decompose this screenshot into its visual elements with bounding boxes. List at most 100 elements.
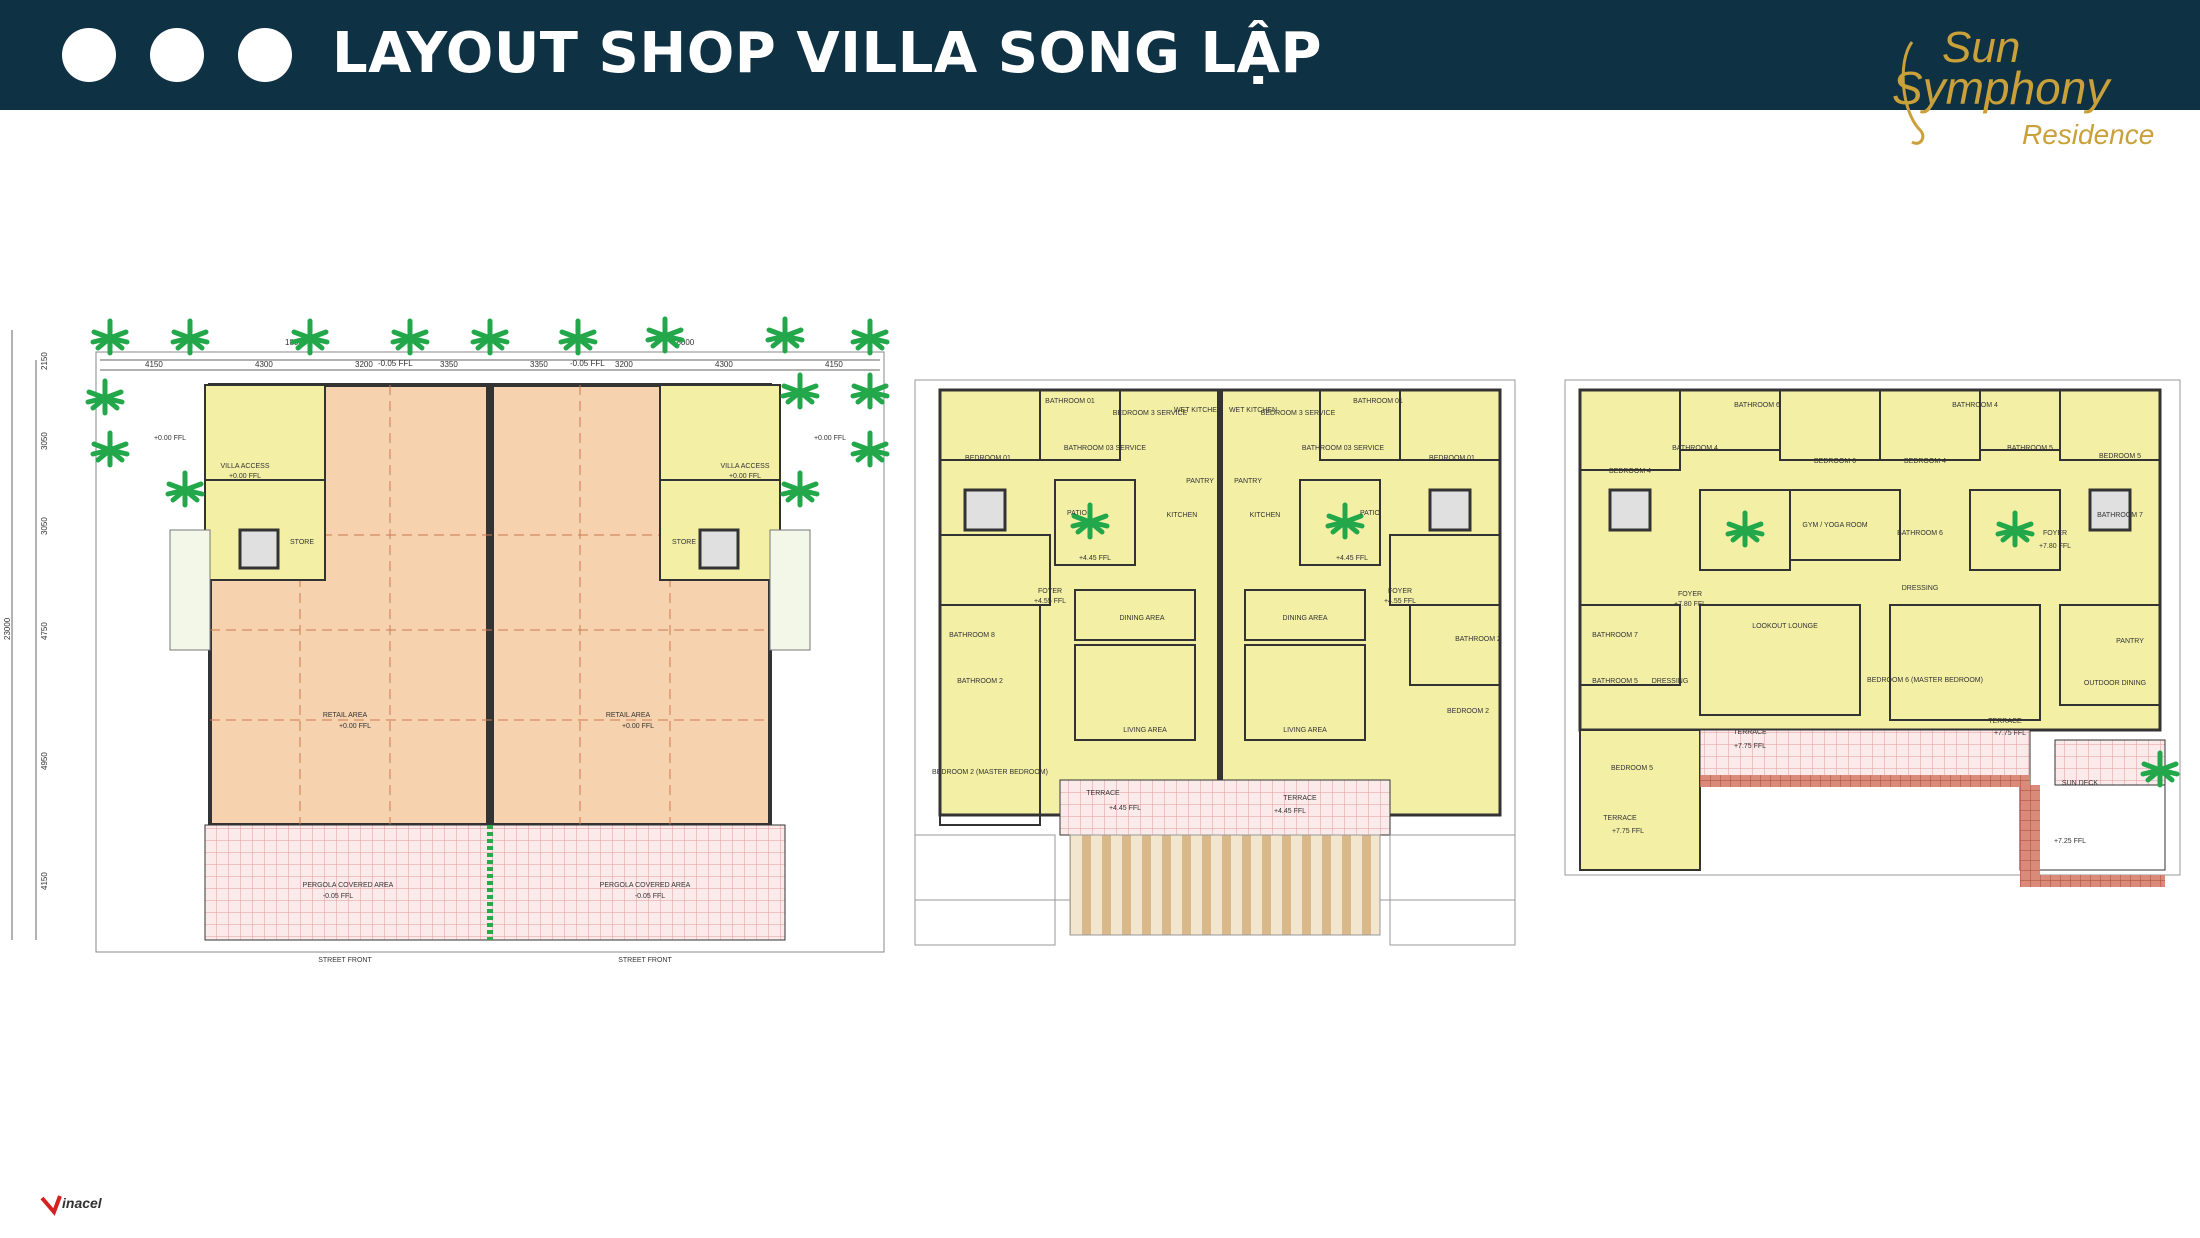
brand-name: inacel <box>62 1195 103 1211</box>
page-title: LAYOUT SHOP VILLA SONG LẬP <box>332 21 1323 86</box>
foyer-level-right: +4.55 FFL <box>1384 598 1416 605</box>
retail-level-left: +0.00 FFL <box>339 723 371 730</box>
kitchen-right: KITCHEN <box>1250 512 1281 519</box>
pantry-3: PANTRY <box>2116 638 2144 645</box>
kitchen-left: KITCHEN <box>1167 512 1198 519</box>
dressing-top: DRESSING <box>1902 585 1939 592</box>
dim-left-3: 3050 <box>40 517 49 535</box>
dressing-left: DRESSING <box>1652 678 1689 685</box>
bedroom-01-left: BEDROOM 01 <box>965 455 1011 462</box>
bathroom-5-top: BATHROOM 5 <box>2007 445 2053 452</box>
store-label-left: STORE <box>290 539 314 546</box>
side-level-right: +0.00 FFL <box>814 435 846 442</box>
bathroom-7-right: BATHROOM 7 <box>2097 512 2143 519</box>
street-front-right: STREET FRONT <box>618 957 672 964</box>
terrace-left: TERRACE <box>1086 790 1120 797</box>
terrace-level-3-mid: +7.75 FFL <box>1734 743 1766 750</box>
bedroom-2: BEDROOM 2 <box>1447 708 1489 715</box>
patio-left: PATIO <box>1067 510 1088 517</box>
bathroom-03-service-right: BATHROOM 03 SERVICE <box>1302 445 1385 452</box>
dim-top-4: 3350 <box>440 360 458 369</box>
bedroom-4-left: BEDROOM 4 <box>1609 468 1651 475</box>
dim-left-6: 4150 <box>40 872 49 890</box>
patio-right: PATIO <box>1360 510 1381 517</box>
sun-deck: SUN DECK <box>2062 780 2099 787</box>
bedroom-6-top: BEDROOM 6 <box>1814 458 1856 465</box>
foyer-right-3: FOYER <box>2043 530 2067 537</box>
dim-top-5: 3350 <box>530 360 548 369</box>
level-top-right: -0.05 FFL <box>570 359 605 368</box>
foyer-right: FOYER <box>1388 588 1412 595</box>
wet-kitchen-left: WET KITCHEN <box>1174 407 1222 414</box>
window-dot-2 <box>150 28 204 82</box>
terrace-level-right: +4.45 FFL <box>1274 808 1306 815</box>
third-floor-plan: BATHROOM 6 BATHROOM 4 BATHROOM 4 BATHROO… <box>1564 379 2181 887</box>
second-floor-plan: BEDROOM 01 BEDROOM 01 BATHROOM 01 BATHRO… <box>914 379 1516 946</box>
terrace-right: TERRACE <box>1283 795 1317 802</box>
terrace-level-left: +4.45 FFL <box>1109 805 1141 812</box>
bedroom-6-master: BEDROOM 6 (MASTER BEDROOM) <box>1867 677 1983 684</box>
foyer-level-left-3: +7.80 FFL <box>1674 601 1706 608</box>
pergola-level-right: -0.05 FFL <box>635 893 665 900</box>
header-bar: LAYOUT SHOP VILLA SONG LẬP <box>0 0 2200 110</box>
bathroom-8: BATHROOM 8 <box>949 632 995 639</box>
bathroom-5-left: BATHROOM 5 <box>1592 678 1638 685</box>
terrace-level-3-left: +7.75 FFL <box>1612 828 1644 835</box>
villa-access-level-left: +0.00 FFL <box>229 473 261 480</box>
villa-access-level-right: +0.00 FFL <box>729 473 761 480</box>
foyer-level-left: +4.55 FFL <box>1034 598 1066 605</box>
bathroom-6-mid: BATHROOM 6 <box>1897 530 1943 537</box>
level-top: -0.05 FFL <box>378 359 413 368</box>
pantry-left: PANTRY <box>1186 478 1214 485</box>
retail-level-right: +0.00 FFL <box>622 723 654 730</box>
inacel-mark-icon <box>40 1195 62 1216</box>
dim-top-1: 4150 <box>145 360 163 369</box>
bathroom-2-left: BATHROOM 2 <box>957 678 1003 685</box>
logo-line-2: Symphony <box>1892 62 2112 114</box>
gym-yoga-room: GYM / YOGA ROOM <box>1802 522 1867 529</box>
pergola-level-left: -0.05 FFL <box>323 893 353 900</box>
logo-line-1: Sun <box>1942 23 2020 72</box>
patio-level-right: +4.45 FFL <box>1336 555 1368 562</box>
sun-deck-level: +7.25 FFL <box>2054 838 2086 845</box>
dim-left-5: 4950 <box>40 752 49 770</box>
bathroom-01-left: BATHROOM 01 <box>1045 398 1095 405</box>
bathroom-4-left: BATHROOM 4 <box>1672 445 1718 452</box>
dim-left-4: 4750 <box>40 622 49 640</box>
window-dot-1 <box>62 28 116 82</box>
bedroom-3-service-left: BEDROOM 3 SERVICE <box>1113 410 1188 417</box>
pantry-right: PANTRY <box>1234 478 1262 485</box>
bedroom-01-right: BEDROOM 01 <box>1429 455 1475 462</box>
overall-width-right: 18000 <box>672 338 695 347</box>
inacel-logo: inacel <box>40 1195 103 1216</box>
store-label-right: STORE <box>672 539 696 546</box>
dim-top-2: 4300 <box>255 360 273 369</box>
street-front-left: STREET FRONT <box>318 957 372 964</box>
bathroom-6-top: BATHROOM 6 <box>1734 402 1780 409</box>
ground-floor-plan: 4150 4300 3200 3350 3350 3200 4300 4150 … <box>3 319 887 964</box>
bathroom-03-service-left: BATHROOM 03 SERVICE <box>1064 445 1147 452</box>
treble-clef-icon <box>1901 41 1925 145</box>
villa-access-label-right: VILLA ACCESS <box>720 463 769 470</box>
bathroom-01-right: BATHROOM 01 <box>1353 398 1403 405</box>
dim-top-3: 3200 <box>355 360 373 369</box>
dining-area-left: DINING AREA <box>1119 615 1164 622</box>
dim-top-8: 4150 <box>825 360 843 369</box>
overall-depth: 23000 <box>3 617 12 640</box>
dim-left-2: 3050 <box>40 432 49 450</box>
living-area-right: LIVING AREA <box>1283 727 1327 734</box>
terrace-3-right: TERRACE <box>1988 718 2022 725</box>
dim-top-6: 3200 <box>615 360 633 369</box>
dining-area-right: DINING AREA <box>1282 615 1327 622</box>
villa-access-label-left: VILLA ACCESS <box>220 463 269 470</box>
outdoor-dining: OUTDOOR DINING <box>2084 680 2146 687</box>
dim-left-1: 2150 <box>40 352 49 370</box>
foyer-level-right-3: +7.80 FFL <box>2039 543 2071 550</box>
bedroom-2-master: BEDROOM 2 (MASTER BEDROOM) <box>932 769 1048 776</box>
wet-kitchen-right: WET KITCHEN <box>1229 407 1277 414</box>
side-level-left: +0.00 FFL <box>154 435 186 442</box>
terrace-3-mid: TERRACE <box>1733 729 1767 736</box>
foyer-left-3: FOYER <box>1678 591 1702 598</box>
floor-plans: 4150 4300 3200 3350 3350 3200 4300 4150 … <box>3 300 2181 964</box>
bedroom-5-top: BEDROOM 5 <box>2099 453 2141 460</box>
